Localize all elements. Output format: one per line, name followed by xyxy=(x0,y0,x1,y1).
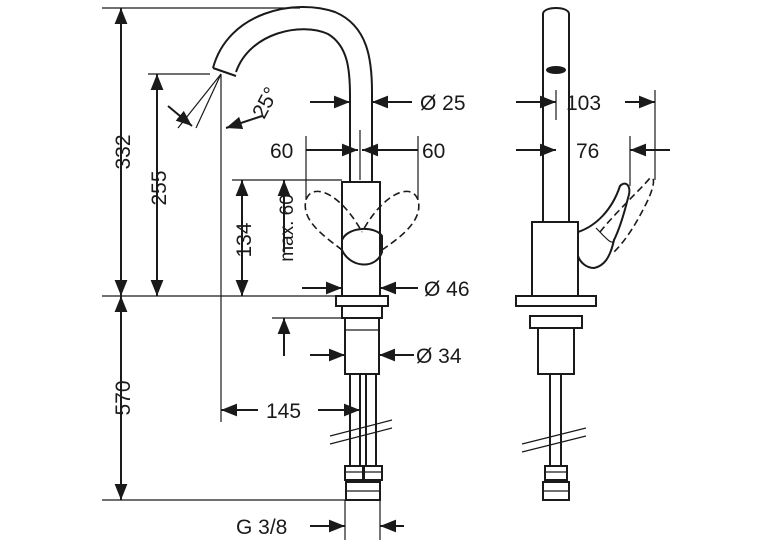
side-aerator xyxy=(546,66,566,74)
dim-height-spout: 255 xyxy=(148,74,171,296)
dim-dia-body: Ø 46 xyxy=(302,278,470,301)
label-side-depth: 103 xyxy=(566,92,601,115)
label-height-lever: 134 xyxy=(233,222,256,257)
hose-fitting-right xyxy=(363,465,383,481)
shank xyxy=(344,317,380,375)
label-swing-left: 60 xyxy=(270,140,293,163)
spout-outer xyxy=(212,5,373,182)
lever-swing-left xyxy=(304,190,363,251)
dim-reach: 145 xyxy=(221,400,360,423)
label-thread: G 3/8 xyxy=(236,516,287,539)
side-body xyxy=(531,221,579,297)
dim-height-total: 332 xyxy=(112,8,135,296)
base-ring xyxy=(341,305,383,319)
side-shank xyxy=(537,327,575,375)
dim-swing: 60 60 xyxy=(270,136,445,200)
spout-nozzle xyxy=(212,67,237,77)
label-reach: 145 xyxy=(266,400,301,423)
lever-handle xyxy=(341,228,383,266)
lever-swing-right xyxy=(361,190,420,251)
label-hose-length: 570 xyxy=(112,380,135,415)
label-dia-spout: Ø 25 xyxy=(420,92,466,115)
spout-inner xyxy=(235,28,351,182)
dim-dia-spout: Ø 25 xyxy=(310,92,466,115)
front-view xyxy=(212,5,420,501)
dim-thread: G 3/8 xyxy=(236,516,404,539)
side-base-ring xyxy=(529,315,583,329)
label-dia-body: Ø 46 xyxy=(424,278,470,301)
side-lever-swing xyxy=(599,177,655,253)
dim-side-depth: 103 xyxy=(516,92,655,115)
label-swing-right: 60 xyxy=(422,140,445,163)
side-spout xyxy=(542,7,570,222)
faucet-body xyxy=(341,181,381,297)
hose-fitting-left xyxy=(344,465,364,481)
label-lever-max: max. 60 xyxy=(277,194,298,262)
dim-side-lever: 76 xyxy=(516,140,670,163)
side-view xyxy=(515,7,655,501)
dim-height-lever: 134 xyxy=(233,180,256,296)
dim-angle: 25° xyxy=(167,73,283,130)
label-height-total: 332 xyxy=(112,134,135,169)
side-base-plate xyxy=(515,295,597,307)
label-height-spout: 255 xyxy=(148,170,171,205)
side-lever xyxy=(577,182,631,270)
side-hose-fitting xyxy=(544,465,568,481)
base-plate xyxy=(335,295,389,307)
label-angle: 25° xyxy=(248,84,283,123)
dim-dia-shank: Ø 34 xyxy=(310,345,462,368)
dim-lever-max: max. 60 xyxy=(277,180,298,356)
label-side-lever: 76 xyxy=(576,140,599,163)
dim-hose-length: 570 xyxy=(112,296,135,500)
label-dia-shank: Ø 34 xyxy=(416,345,462,368)
